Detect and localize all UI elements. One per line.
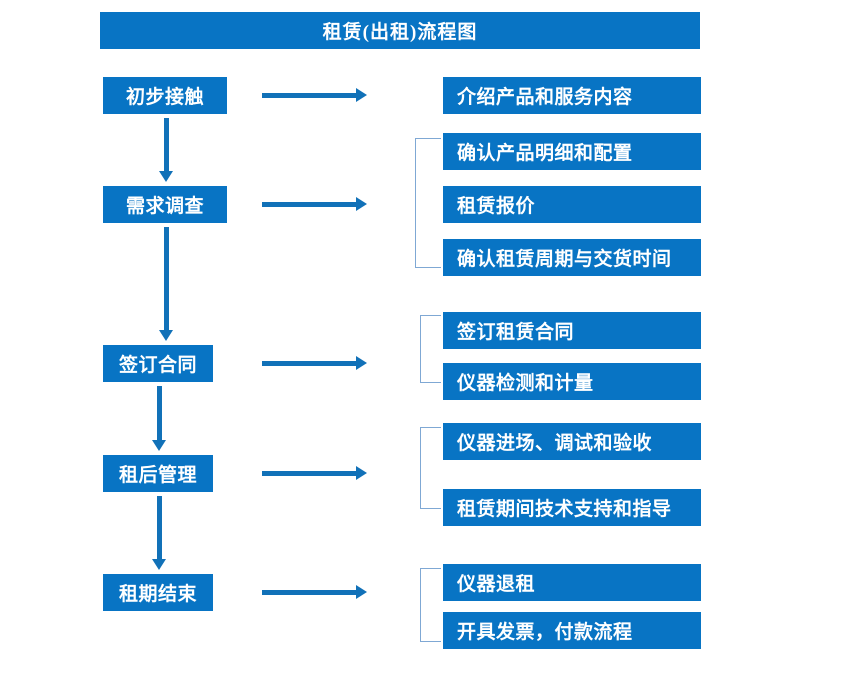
detail-box-4-2[interactable]: 租赁期间技术支持和指导 <box>443 489 701 526</box>
detail-box-4-1[interactable]: 仪器进场、调试和验收 <box>443 423 701 460</box>
detail-box-2-1[interactable]: 确认产品明细和配置 <box>443 133 701 170</box>
detail-box-3-2[interactable]: 仪器检测和计量 <box>443 363 701 400</box>
detail-box-5-1[interactable]: 仪器退租 <box>443 564 701 601</box>
group-bracket-5 <box>420 568 441 642</box>
detail-box-3-1[interactable]: 签订租赁合同 <box>443 312 701 349</box>
stage-box-5[interactable]: 租期结束 <box>103 574 213 611</box>
branch-arrow-5 <box>262 585 367 599</box>
group-bracket-3 <box>420 315 441 383</box>
stage-box-1[interactable]: 初步接触 <box>103 77 227 114</box>
stage-arrow-3-to-4 <box>152 386 166 451</box>
group-bracket-2 <box>415 138 441 268</box>
detail-box-1-1[interactable]: 介绍产品和服务内容 <box>443 77 701 114</box>
group-bracket-4 <box>420 427 441 509</box>
detail-box-2-3[interactable]: 确认租赁周期与交货时间 <box>443 239 701 276</box>
stage-arrow-4-to-5 <box>152 496 166 570</box>
branch-arrow-1 <box>262 88 367 102</box>
branch-arrow-2 <box>262 197 367 211</box>
stage-box-2[interactable]: 需求调查 <box>103 186 227 223</box>
stage-box-4[interactable]: 租后管理 <box>103 455 213 492</box>
stage-arrow-1-to-2 <box>159 118 173 182</box>
stage-box-3[interactable]: 签订合同 <box>103 345 213 382</box>
branch-arrow-4 <box>262 466 367 480</box>
flowchart-title: 租赁(出租)流程图 <box>100 12 700 49</box>
stage-arrow-2-to-3 <box>159 227 173 341</box>
branch-arrow-3 <box>262 356 367 370</box>
detail-box-2-2[interactable]: 租赁报价 <box>443 186 701 223</box>
detail-box-5-2[interactable]: 开具发票，付款流程 <box>443 612 701 649</box>
